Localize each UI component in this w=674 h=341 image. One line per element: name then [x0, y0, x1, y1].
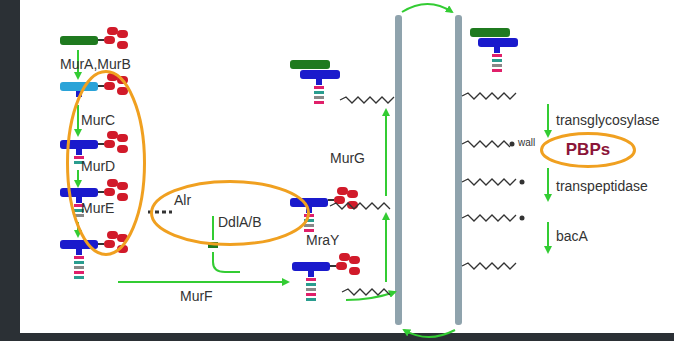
- peptide-stripe: [74, 261, 84, 264]
- lactyl-stem: [494, 47, 500, 53]
- lipid-chain: [462, 215, 516, 221]
- reaction-line: [212, 216, 214, 240]
- udp-group: [98, 73, 128, 95]
- sugar-bar: [60, 36, 98, 45]
- peptide-stripe: [74, 271, 84, 274]
- reaction-line: [213, 252, 240, 272]
- peptide-stripe: [492, 59, 502, 62]
- enzyme-label: MurE: [81, 200, 114, 216]
- udp-group: [328, 187, 358, 209]
- enzyme-label: DdlA/B: [218, 214, 262, 230]
- sugar-bar: [300, 70, 340, 79]
- peptide-stripe: [306, 293, 316, 296]
- lactyl-stem: [76, 249, 82, 255]
- highlight-ellipse: PBPs: [540, 132, 636, 168]
- sugar-bar: [292, 262, 330, 271]
- end-dot: [520, 180, 525, 185]
- enzyme-label: MurG: [330, 150, 365, 166]
- peptide-stripe: [492, 64, 502, 67]
- peptide-stripe: [314, 86, 324, 89]
- peptide-stripe: [74, 276, 84, 279]
- lactyl-stem: [308, 271, 314, 277]
- sugar-bar: [290, 198, 328, 207]
- peptide-stripe: [306, 278, 316, 281]
- lipid-chain: [462, 263, 516, 269]
- lipid-chain: [342, 289, 390, 295]
- peptide-stripe: [304, 224, 314, 227]
- reaction-label: transglycosylase: [556, 112, 660, 128]
- reaction-arrow: [547, 104, 549, 136]
- lipid-chain: [330, 203, 390, 209]
- udp-group: [98, 231, 128, 253]
- enzyme-label: MurC: [81, 112, 115, 128]
- ellipse-outline: [150, 180, 310, 246]
- peptide-stripe: [314, 91, 324, 94]
- membrane-leaflet: [395, 15, 402, 325]
- reaction-arrow: [118, 281, 288, 283]
- lipid-chain: [462, 179, 516, 185]
- lipid-chain: [462, 93, 516, 99]
- lipid-chain: [340, 97, 394, 103]
- reaction-arrow: [547, 168, 549, 200]
- wall-dot: [510, 142, 515, 147]
- peptide-stripe: [314, 101, 324, 104]
- peptide-stripe: [314, 96, 324, 99]
- flip-arrow: [404, 330, 455, 337]
- membrane-leaflet: [455, 15, 462, 325]
- udp-group: [98, 179, 128, 201]
- enzyme-label: Alr: [174, 192, 191, 208]
- sugar-bar: [60, 82, 98, 91]
- udp-group: [330, 253, 360, 275]
- lipid-chain: [462, 141, 510, 147]
- enzyme-label: MraY: [306, 232, 339, 248]
- lactyl-stem: [316, 79, 322, 85]
- enzyme-label: MurF: [180, 288, 213, 304]
- peptide-stripe: [306, 283, 316, 286]
- reaction-arrow: [77, 105, 79, 135]
- flip-arrow: [402, 4, 452, 12]
- peptide-stripe: [74, 266, 84, 269]
- lactyl-stem: [76, 149, 82, 155]
- udp-group: [98, 131, 128, 153]
- peptide-stripe: [306, 298, 316, 301]
- reaction-arrow: [385, 110, 387, 196]
- enzyme-group-ellipse: MurC MurD MurE: [66, 70, 146, 256]
- peptide-stripe: [306, 288, 316, 291]
- reaction-label: transpeptidase: [556, 178, 648, 194]
- reaction-arrow: [385, 214, 387, 282]
- sugar-bar: [290, 60, 330, 69]
- reaction-label: bacA: [556, 228, 588, 244]
- end-dot: [520, 216, 525, 221]
- sugar-bar: [60, 188, 98, 197]
- sugar-bar: [470, 28, 510, 37]
- sugar-bar: [60, 140, 98, 149]
- peptide-stripe: [492, 54, 502, 57]
- enzyme-group-ellipse: AlrDdlA/B: [150, 180, 310, 246]
- protein-label: PBPs: [566, 140, 610, 160]
- enzyme-label: MurD: [81, 158, 115, 174]
- reaction-arrow: [77, 170, 79, 186]
- udp-group: [98, 27, 128, 49]
- reaction-arrow: [547, 222, 549, 252]
- peptide-stripe: [492, 69, 502, 72]
- structure-label: wall: [517, 137, 536, 149]
- sugar-bar: [478, 38, 518, 47]
- peptide-stripe: [304, 229, 314, 232]
- peptide-stripe: [74, 256, 84, 259]
- enzyme-label: MurA,MurB: [60, 56, 131, 72]
